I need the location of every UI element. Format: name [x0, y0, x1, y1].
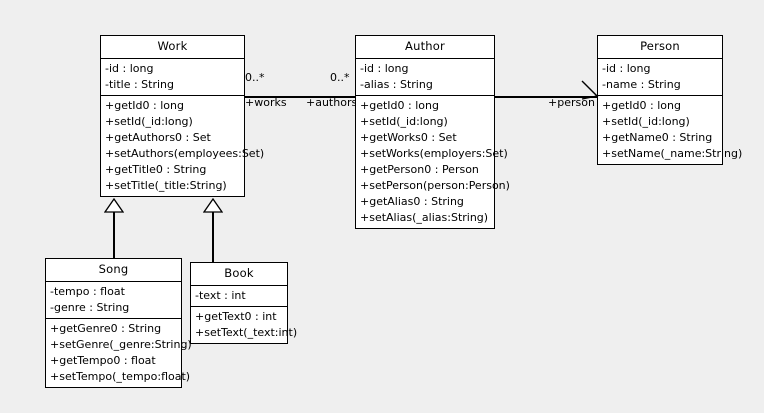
attributes-section-song: -tempo : float -genre : String: [46, 282, 181, 319]
operation-row: +setAlias(_alias:String): [360, 210, 489, 224]
attributes-section-person: -id : long -name : String: [598, 59, 722, 96]
operation-row: +getWorks0 : Set: [360, 130, 457, 144]
attribute-row: -id : long: [602, 61, 651, 75]
class-box-person[interactable]: Person -id : long -name : String +getId0…: [597, 35, 743, 165]
class-box-book[interactable]: Book -text : int +getText0 : int +setTex…: [190, 262, 298, 344]
attributes-section-book: -text : int: [191, 286, 287, 307]
operation-row: +getPerson0 : Person: [360, 162, 479, 176]
operation-row: +getAlias0 : String: [360, 194, 464, 208]
class-box-song[interactable]: Song -tempo : float -genre : String +get…: [45, 258, 192, 388]
operation-row: +setId(_id:long): [360, 114, 448, 128]
operations-section-song: +getGenre0 : String +setGenre(_genre:Str…: [46, 319, 192, 387]
operation-row: +getText0 : int: [195, 309, 277, 323]
generalization-triangle-book-icon: [203, 198, 223, 213]
operation-row: +getId0 : long: [105, 98, 184, 112]
operation-row: +getTempo0 : float: [50, 353, 156, 367]
attributes-section-work: -id : long -title : String: [101, 59, 244, 96]
operation-row: +getId0 : long: [602, 98, 681, 112]
operation-row: +setId(_id:long): [602, 114, 690, 128]
operation-row: +setGenre(_genre:String): [50, 337, 192, 351]
operations-section-book: +getText0 : int +setText(_text:int): [191, 307, 298, 343]
attribute-row: -title : String: [105, 77, 175, 91]
multiplicity-author-side: 0..*: [330, 71, 350, 84]
operation-row: +getTitle0 : String: [105, 162, 207, 176]
attribute-row: -name : String: [602, 77, 681, 91]
operations-section-work: +getId0 : long +setId(_id:long) +getAuth…: [101, 96, 265, 196]
generalization-line-song: [113, 212, 115, 258]
class-name-author: Author: [356, 36, 494, 59]
operation-row: +setId(_id:long): [105, 114, 193, 128]
class-name-work: Work: [101, 36, 244, 59]
attribute-row: -genre : String: [50, 300, 130, 314]
class-name-person: Person: [598, 36, 722, 59]
attribute-row: -tempo : float: [50, 284, 125, 298]
attribute-row: -id : long: [105, 61, 154, 75]
operation-row: +setPerson(person:Person): [360, 178, 510, 192]
generalization-triangle-song-icon: [104, 198, 124, 213]
operation-row: +setText(_text:int): [195, 325, 298, 339]
class-box-author[interactable]: Author -id : long -alias : String +getId…: [355, 35, 510, 229]
operations-section-author: +getId0 : long +setId(_id:long) +getWork…: [356, 96, 510, 228]
operation-row: +setWorks(employers:Set): [360, 146, 508, 160]
open-arrowhead-icon: [581, 80, 599, 100]
operations-section-person: +getId0 : long +setId(_id:long) +getName…: [598, 96, 743, 164]
attribute-row: -id : long: [360, 61, 409, 75]
operation-row: +setAuthors(employees:Set): [105, 146, 265, 160]
operation-row: +setName(_name:String): [602, 146, 743, 160]
class-name-song: Song: [46, 259, 181, 282]
attribute-row: -alias : String: [360, 77, 433, 91]
operation-row: +setTitle(_title:String): [105, 178, 227, 192]
operation-row: +getName0 : String: [602, 130, 713, 144]
operation-row: +getAuthors0 : Set: [105, 130, 211, 144]
class-box-work[interactable]: Work -id : long -title : String +getId0 …: [100, 35, 265, 197]
attribute-row: -text : int: [195, 288, 246, 302]
operation-row: +getId0 : long: [360, 98, 439, 112]
generalization-line-book: [212, 212, 214, 262]
class-name-book: Book: [191, 263, 287, 286]
attributes-section-author: -id : long -alias : String: [356, 59, 494, 96]
operation-row: +getGenre0 : String: [50, 321, 162, 335]
role-works: +works: [245, 96, 287, 109]
association-line-author-person: [495, 96, 597, 98]
association-line-work-author: [245, 96, 355, 98]
multiplicity-work-side: 0..*: [245, 71, 265, 84]
operation-row: +setTempo(_tempo:float): [50, 369, 191, 383]
role-authors: +authors: [306, 96, 358, 109]
